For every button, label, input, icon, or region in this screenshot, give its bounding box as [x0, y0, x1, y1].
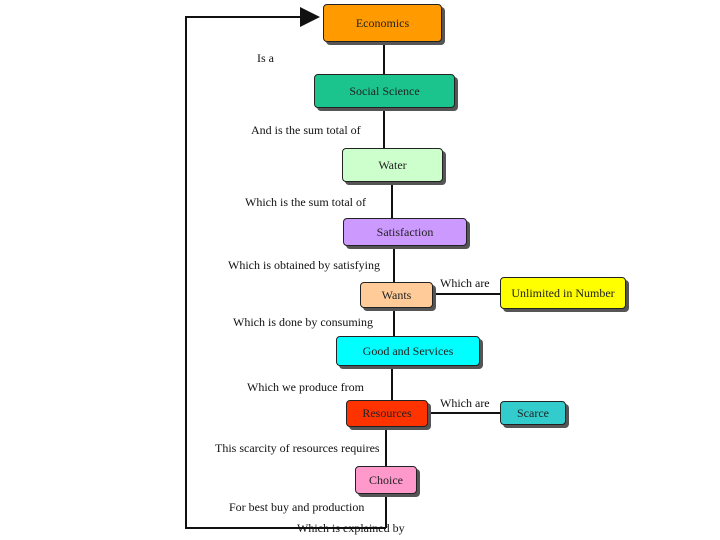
node-resources: Resources	[346, 400, 428, 427]
label-is-a: Is a	[257, 51, 274, 65]
label-which-are-1: Which are	[440, 276, 490, 290]
label-which-are-2: Which are	[440, 396, 490, 410]
node-goods-services: Good and Services	[336, 336, 480, 366]
label-produce-from: Which we produce from	[247, 380, 364, 394]
label-obtained-by: Which is obtained by satisfying	[228, 258, 380, 272]
node-water: Water	[342, 148, 443, 182]
node-scarce: Scarce	[500, 401, 566, 425]
node-economics: Economics	[323, 4, 442, 42]
label-which-sum-total-of: Which is the sum total of	[245, 195, 366, 209]
label-best-buy: For best buy and production	[229, 500, 365, 514]
label-done-by: Which is done by consuming	[233, 315, 373, 329]
feedback-arrow	[185, 7, 386, 529]
node-satisfaction: Satisfaction	[343, 218, 467, 246]
label-sum-total-of: And is the sum total of	[251, 123, 361, 137]
node-unlimited: Unlimited in Number	[500, 277, 626, 309]
label-scarcity-requires: This scarcity of resources requires	[215, 441, 380, 455]
node-social-science: Social Science	[314, 74, 455, 108]
label-explained-by: Which is explained by	[297, 521, 405, 535]
node-choice: Choice	[355, 466, 417, 494]
node-wants: Wants	[360, 282, 433, 308]
